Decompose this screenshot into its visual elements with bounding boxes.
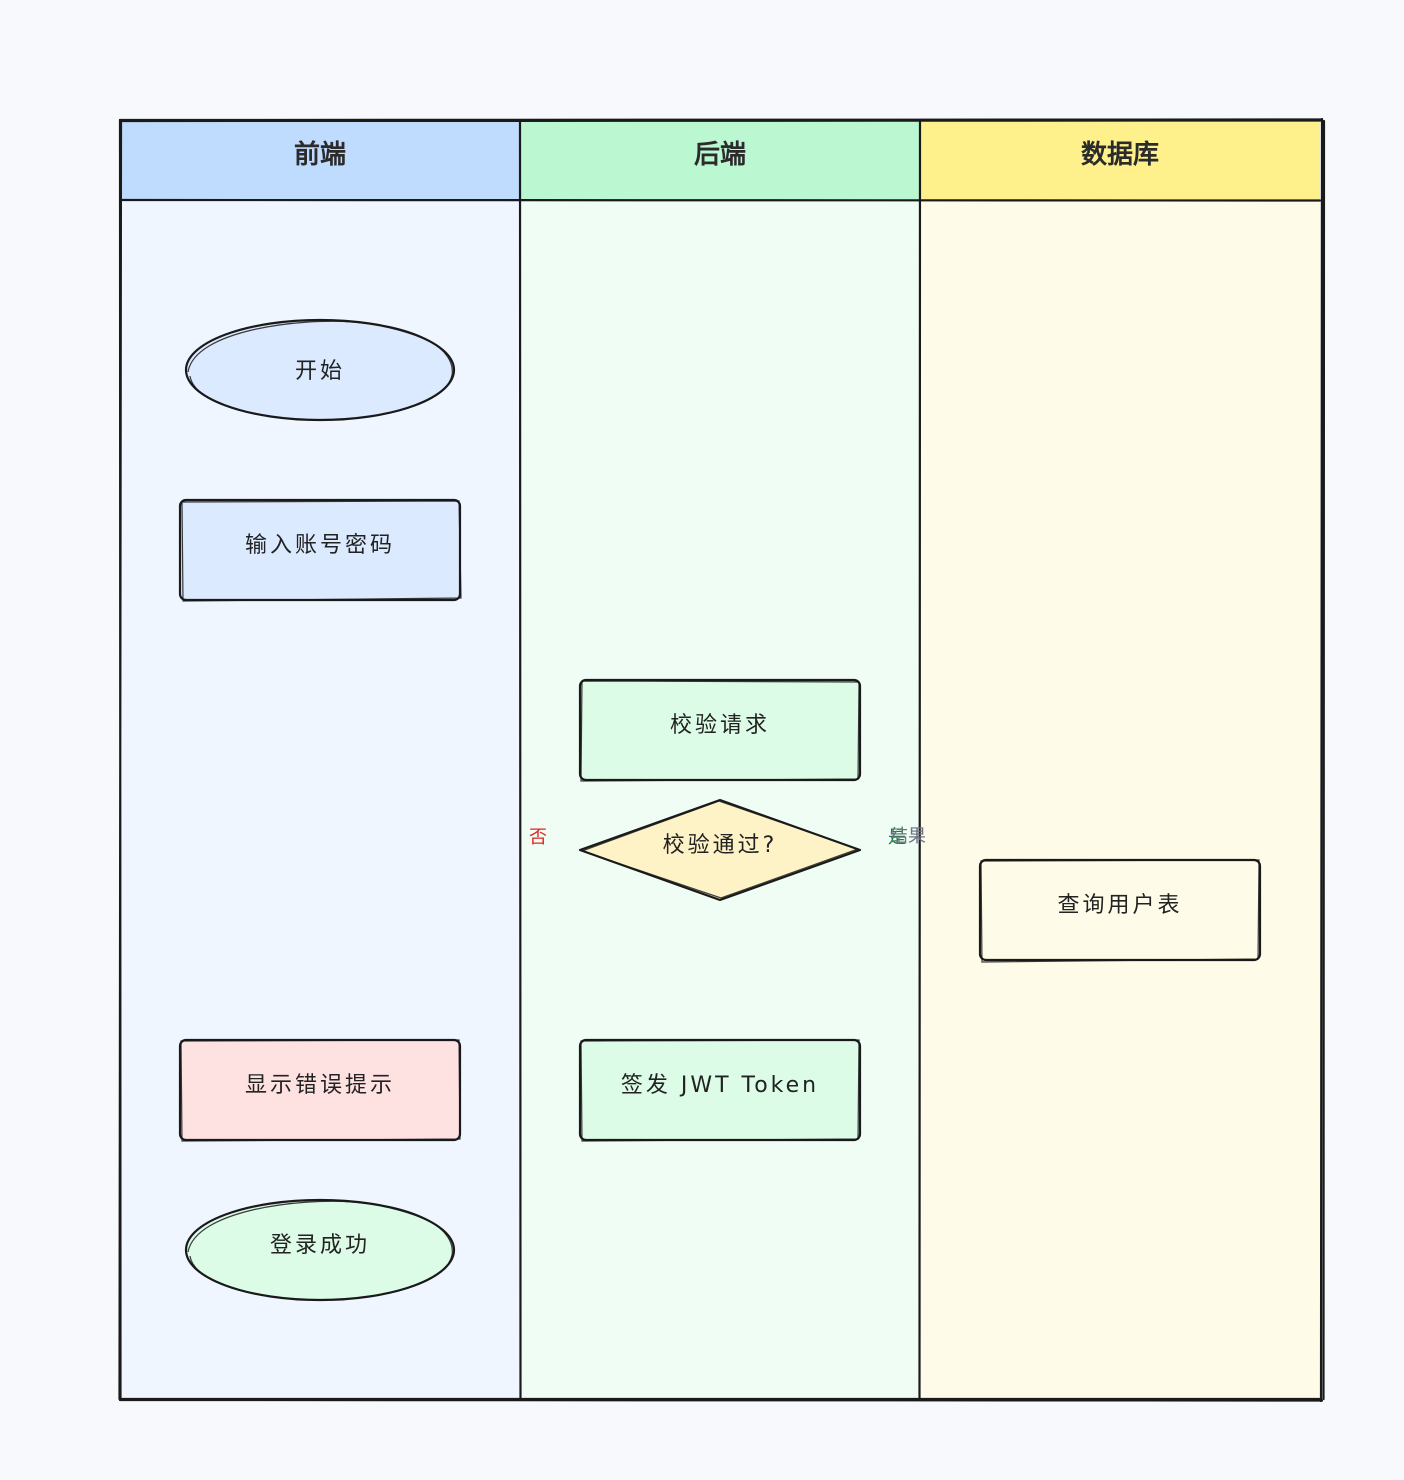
lane-database-body — [920, 200, 1320, 1400]
lane-database-header — [920, 120, 1320, 200]
node-start[interactable]: 开始 — [184, 318, 456, 422]
node-validate-request-label: 校验请求 — [670, 713, 770, 738]
node-validation-decision[interactable]: 校验通过? — [578, 798, 862, 902]
node-validate-request[interactable]: 校验请求 — [578, 678, 862, 782]
node-login-success[interactable]: 登录成功 — [184, 1198, 456, 1302]
lane-title-backend: 后端 — [694, 140, 746, 170]
node-show-error[interactable]: 显示错误提示 — [178, 1038, 462, 1142]
edge-label-no: 否 — [529, 827, 547, 848]
nodes: 开始 输入账号密码 校验请求 校验通过? 查询用户表 — [178, 318, 1262, 1302]
node-show-error-label: 显示错误提示 — [245, 1073, 395, 1098]
node-validation-decision-label: 校验通过? — [663, 833, 778, 858]
node-query-user-table-label: 查询用户表 — [1057, 893, 1182, 918]
node-input-credentials-label: 输入账号密码 — [245, 533, 395, 558]
lane-backend-header — [520, 120, 920, 200]
node-input-credentials[interactable]: 输入账号密码 — [178, 498, 462, 602]
edge-label-yes: 是 — [888, 827, 906, 848]
node-query-user-table[interactable]: 查询用户表 — [978, 858, 1262, 963]
lane-borders — [118, 117, 1326, 1403]
node-login-success-label: 登录成功 — [270, 1233, 370, 1258]
edge-labels: 否 是 结果 — [529, 826, 926, 848]
lane-title-database: 数据库 — [1081, 140, 1159, 170]
lane-title-frontend: 前端 — [294, 139, 346, 170]
node-issue-jwt[interactable]: 签发 JWT Token — [578, 1038, 862, 1142]
lane-frontend-header — [120, 120, 520, 200]
node-issue-jwt-label: 签发 JWT Token — [621, 1073, 819, 1098]
node-start-label: 开始 — [295, 359, 345, 384]
edge-label-result: 结果 — [890, 826, 926, 847]
